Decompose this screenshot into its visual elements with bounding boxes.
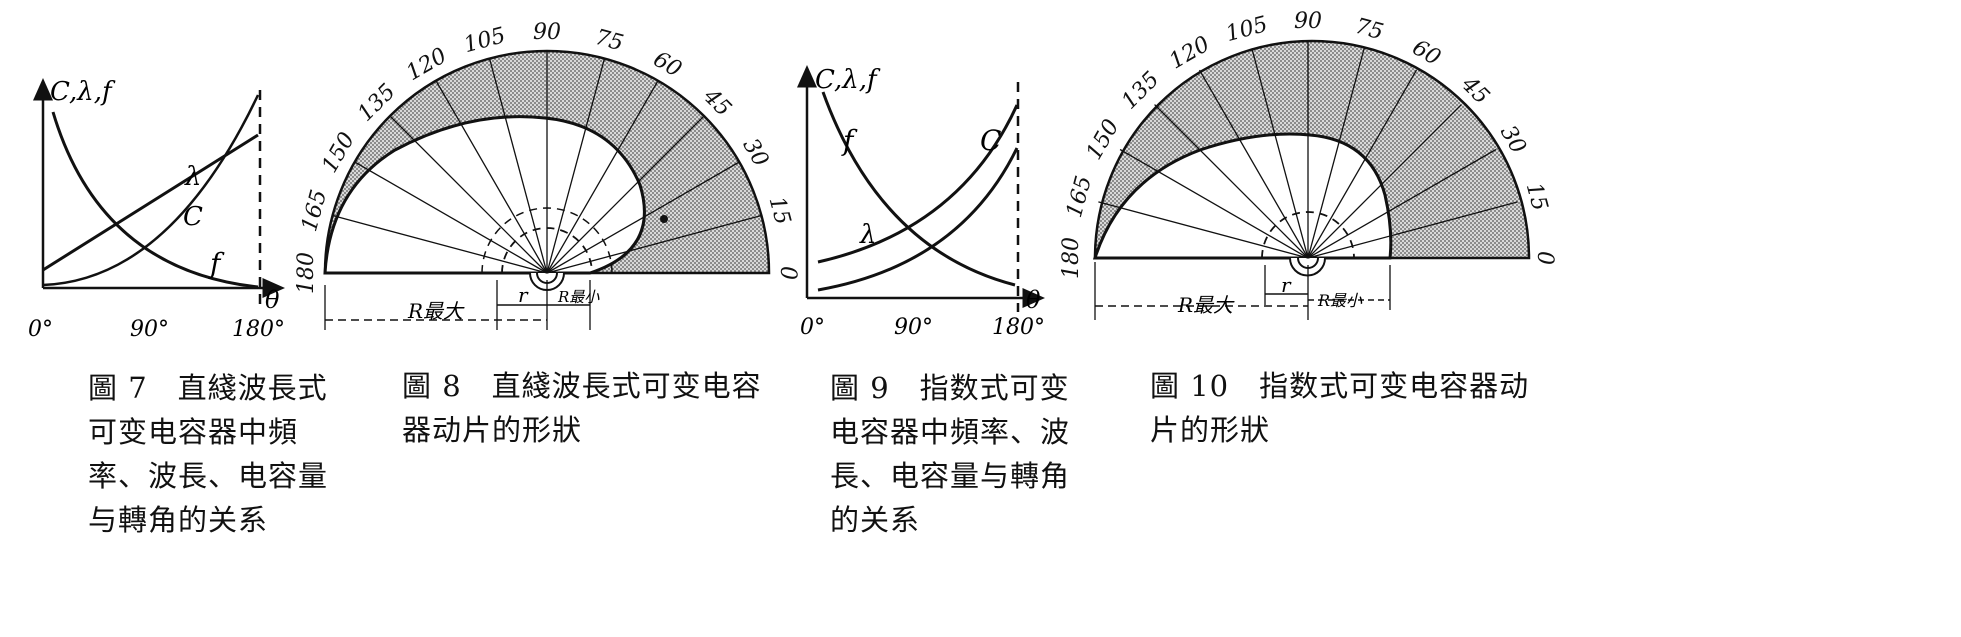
angle-ray-45 [1307,104,1462,259]
fig9-label-f: f [841,124,858,157]
fig10-dim-r-max: R最大 [1177,293,1235,317]
fig9-caption-line: 电容器中頻率、波 [830,415,1071,449]
fig9-curve-f [821,91,1016,287]
fig8-dim-r-min: R最小 [557,288,600,306]
fig8-rotor-shape [323,49,771,330]
fig7-graph [33,78,285,310]
angle-tick-75: 75 [1352,14,1386,45]
angle-tick-0: 0 [1532,251,1557,265]
fig9-label-lambda: λ [859,220,876,250]
fig7-caption-line: 与轉角的关系 [88,503,269,537]
fig8-caption: 圖 8 直綫波長式可变电容 器动片的形狀 [402,364,802,452]
fig7-caption-line: 可变电容器中頻 [88,415,299,449]
angle-ray-120 [1198,69,1309,259]
angle-ray-30 [546,161,740,274]
angle-tick-105: 105 [1223,12,1270,47]
angle-tick-165: 165 [1062,173,1097,220]
fig9-graph [797,65,1045,312]
angle-ray-75 [1307,48,1365,259]
angle-tick-60: 60 [649,47,686,83]
fig7-caption: 圖 7 直綫波長式 可变电容器中頻 率、波長、电容量 与轉角的关系 [88,366,328,542]
angle-tick-0: 0 [775,266,800,280]
angle-ray-15 [1307,201,1518,259]
fig9-tick-0: 0° [800,315,825,340]
fig9-tick-90: 90° [894,315,933,340]
fig7-tick-180: 180° [232,317,285,342]
fig8-caption-line: 器动片的形狀 [402,413,583,447]
fig8-caption-line: 圖 8 直綫波長式可变电容 [402,369,762,403]
fig7-label-c: C [183,202,203,232]
angle-tick-150: 150 [1082,115,1125,164]
angle-ray-105 [1251,48,1309,259]
fig7-tick-0: 0° [28,317,53,342]
fig9-curve-lambda [817,104,1019,264]
fig9-y-axis-label: C,λ,f [815,65,881,95]
fig10-rotor-shape [1092,39,1531,320]
angle-ray-15 [546,214,762,274]
angle-ray-165 [332,214,548,274]
fig9-x-axis-label: θ [1026,286,1041,314]
fig9-tick-180: 180° [992,315,1045,340]
angle-ray-105 [488,58,548,274]
fig10-caption-line: 圖 10 指数式可变电容器动 [1150,369,1530,403]
fig7-tick-90: 90° [130,317,169,342]
angle-ray-135 [1154,104,1309,259]
angle-ray-150 [1119,148,1309,259]
fig7-y-axis-label: C,λ,f [50,77,116,107]
fig7-caption-line: 圖 7 直綫波長式 [88,371,328,405]
fig9-curve-c [817,147,1019,292]
fig8-dim-r: r [518,283,529,307]
angle-ray-120 [435,80,548,274]
angle-tick-180: 180 [1059,237,1084,279]
angle-tick-180: 180 [294,252,319,294]
fig9-caption-line: 長、电容量与轉角 [830,459,1071,493]
angle-tick-165: 165 [297,187,332,234]
fig10-dim-r: r [1281,273,1292,297]
fig8-dim-r-max: R最大 [407,299,465,323]
angle-ray-60 [546,80,659,274]
angle-ray-75 [546,58,606,274]
fig7-curve-f [51,111,259,289]
fig7-x-axis-label: θ [265,286,280,314]
fig10-dim-r-min: R最小 [1317,291,1363,310]
fig9-caption-line: 圖 9 指数式可变 [830,371,1070,405]
angle-tick-90: 90 [533,20,561,45]
angle-ray-45 [546,115,705,274]
fig9-label-c: C [980,124,1001,157]
fig8-rotor-plate [323,115,646,275]
fig9-caption-line: 的关系 [830,503,921,537]
fig10-caption-line: 片的形狀 [1150,413,1271,447]
angle-tick-15: 15 [764,194,795,228]
angle-ray-30 [1307,148,1497,259]
angle-ray-165 [1098,201,1309,259]
fig9-caption: 圖 9 指数式可变 电容器中頻率、波 長、电容量与轉角 的关系 [830,366,1070,542]
fig7-curve-c [42,94,260,287]
angle-ray-150 [354,161,548,274]
angle-tick-30: 30 [737,134,773,171]
fig8-dot [660,215,668,223]
angle-tick-105: 105 [461,23,508,58]
fig10-caption: 圖 10 指数式可变电容器动 片的形狀 [1150,364,1570,452]
fig7-curve-lambda [42,133,259,272]
angle-tick-75: 75 [592,25,626,56]
angle-ray-135 [389,115,548,274]
fig7-label-f: f [208,247,225,280]
angle-ray-60 [1307,69,1418,259]
fig7-caption-line: 率、波長、电容量 [88,459,329,493]
fig7-label-lambda: λ [184,162,201,192]
angle-tick-90: 90 [1294,9,1322,34]
angle-tick-15: 15 [1521,180,1552,214]
